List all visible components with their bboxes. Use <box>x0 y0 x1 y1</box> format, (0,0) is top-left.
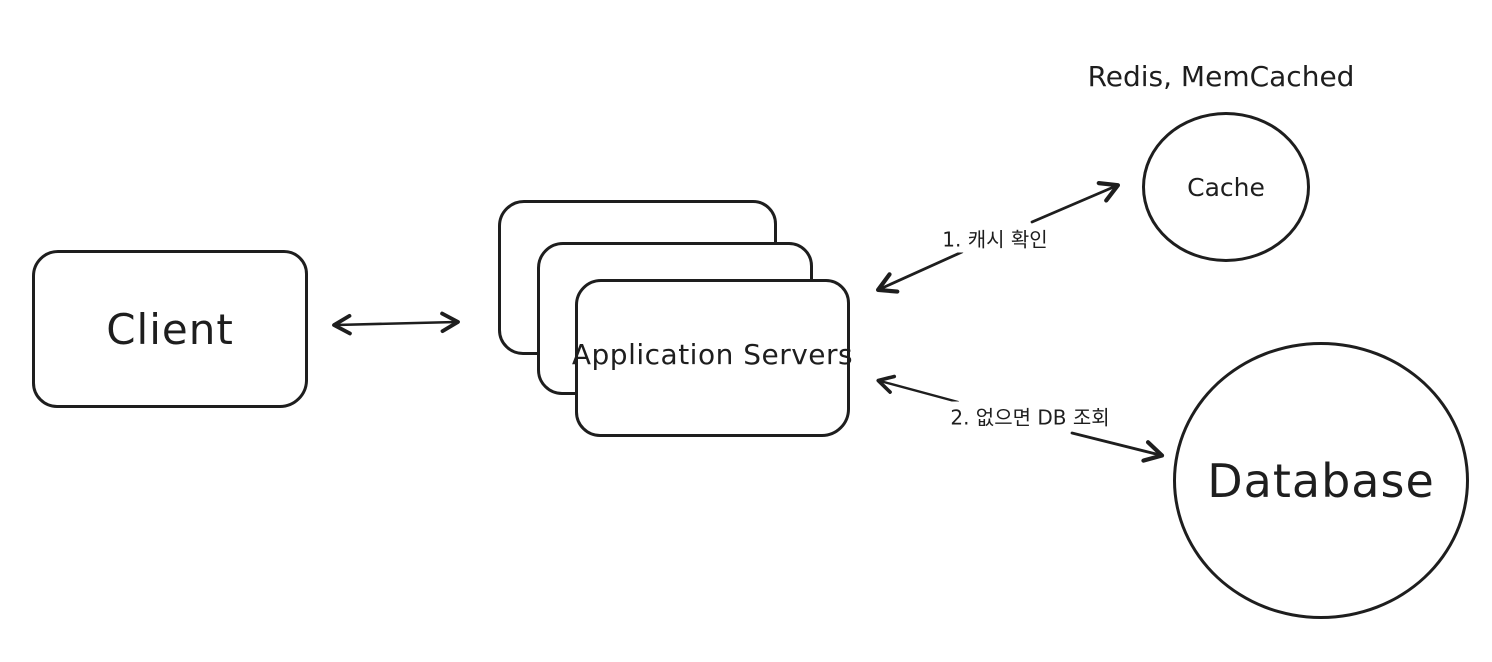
cache-annotation: Redis, MemCached <box>1087 60 1355 93</box>
client-node: Client <box>32 250 308 408</box>
edge-label-db-query: 2. 없으면 DB 조회 <box>946 401 1114 431</box>
arrow-app-cache-upper <box>1030 181 1121 224</box>
arrow-client-app <box>332 311 460 336</box>
database-node: Database <box>1173 342 1469 619</box>
arrow-app-cache-lower <box>875 250 964 294</box>
cache-node: Cache <box>1142 112 1310 262</box>
app-servers-label: Application Servers <box>571 337 854 371</box>
database-label: Database <box>1207 453 1435 508</box>
arrow-app-db-left <box>876 374 960 404</box>
cache-label: Cache <box>1187 172 1265 202</box>
app-server-card-front: Application Servers <box>571 279 854 437</box>
arrow-app-db-right <box>1070 431 1165 463</box>
edge-label-cache-check: 1. 캐시 확인 <box>938 223 1052 253</box>
client-label: Client <box>106 304 234 354</box>
